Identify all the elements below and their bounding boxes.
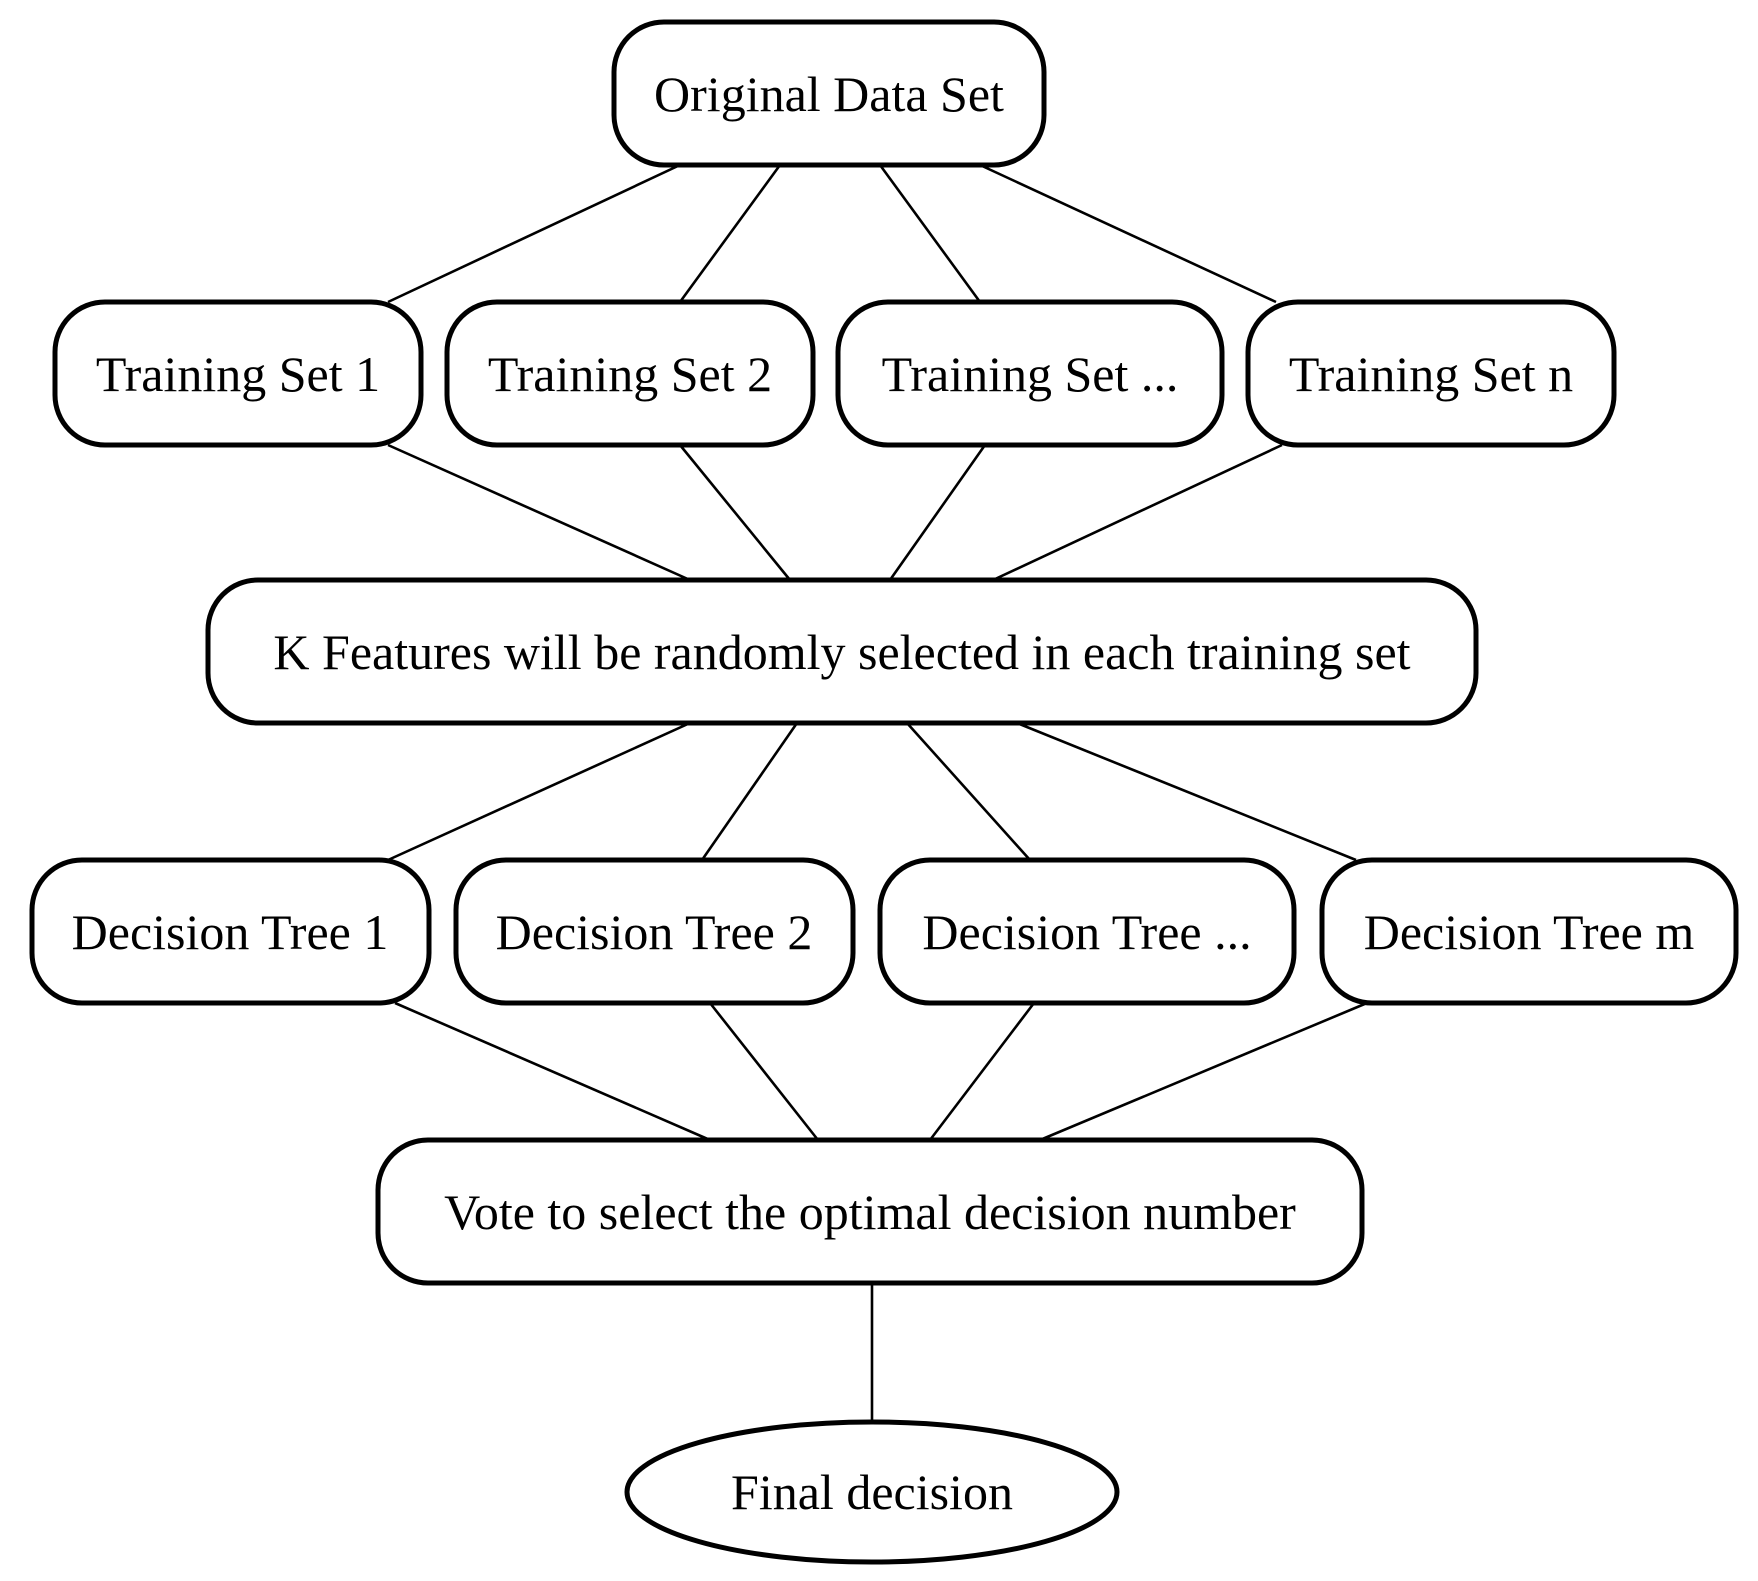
training-set-1-label: Training Set 1 <box>96 346 380 402</box>
training-set-ellipsis-label: Training Set ... <box>882 346 1179 402</box>
edge-features-tree-m <box>1016 721 1357 862</box>
decision-tree-1-label: Decision Tree 1 <box>72 904 389 960</box>
decision-tree-2-label: Decision Tree 2 <box>496 904 813 960</box>
node-decision-tree-2: Decision Tree 2 <box>453 857 856 1006</box>
training-set-2-label: Training Set 2 <box>488 346 772 402</box>
k-features-label: K Features will be randomly selected in … <box>273 624 1410 680</box>
edge-tree-m-vote <box>1039 1001 1368 1142</box>
edge-original-training-n <box>979 163 1277 304</box>
edge-training-3-features <box>888 444 987 581</box>
edge-training-2-features <box>678 444 792 581</box>
edges-training-to-features <box>387 443 1283 582</box>
node-k-features: K Features will be randomly selected in … <box>205 577 1479 726</box>
node-vote: Vote to select the optimal decision numb… <box>375 1137 1365 1286</box>
node-training-set-1: Training Set 1 <box>52 299 424 448</box>
training-set-n-label: Training Set n <box>1289 346 1573 402</box>
edge-original-training-3 <box>878 164 982 303</box>
node-training-set-ellipsis: Training Set ... <box>835 299 1225 448</box>
edge-tree-3-vote <box>928 1002 1036 1141</box>
node-training-set-n: Training Set n <box>1245 299 1617 448</box>
edge-original-training-1 <box>387 163 681 304</box>
edge-training-n-features <box>992 443 1283 582</box>
node-original-data-set: Original Data Set <box>611 19 1047 168</box>
edge-tree-2-vote <box>708 1002 820 1141</box>
edges-trees-to-vote <box>394 1001 1368 1142</box>
edge-training-1-features <box>387 443 691 582</box>
decision-tree-m-label: Decision Tree m <box>1364 904 1695 960</box>
node-decision-tree-ellipsis: Decision Tree ... <box>877 857 1297 1006</box>
original-data-set-label: Original Data Set <box>654 66 1004 122</box>
node-training-set-2: Training Set 2 <box>444 299 816 448</box>
decision-tree-ellipsis-label: Decision Tree ... <box>922 904 1251 960</box>
edge-features-tree-2 <box>700 722 799 861</box>
node-decision-tree-m: Decision Tree m <box>1319 857 1739 1006</box>
node-decision-tree-1: Decision Tree 1 <box>29 857 432 1006</box>
edge-original-training-2 <box>678 164 782 303</box>
vote-label: Vote to select the optimal decision numb… <box>444 1184 1296 1240</box>
edges-features-to-trees <box>387 721 1357 862</box>
edge-tree-1-vote <box>394 1001 711 1142</box>
edges-original-to-training <box>387 163 1277 304</box>
edge-features-tree-3 <box>906 722 1031 861</box>
final-decision-label: Final decision <box>731 1464 1013 1520</box>
edge-features-tree-1 <box>387 721 691 862</box>
node-final-decision: Final decision <box>624 1419 1120 1565</box>
